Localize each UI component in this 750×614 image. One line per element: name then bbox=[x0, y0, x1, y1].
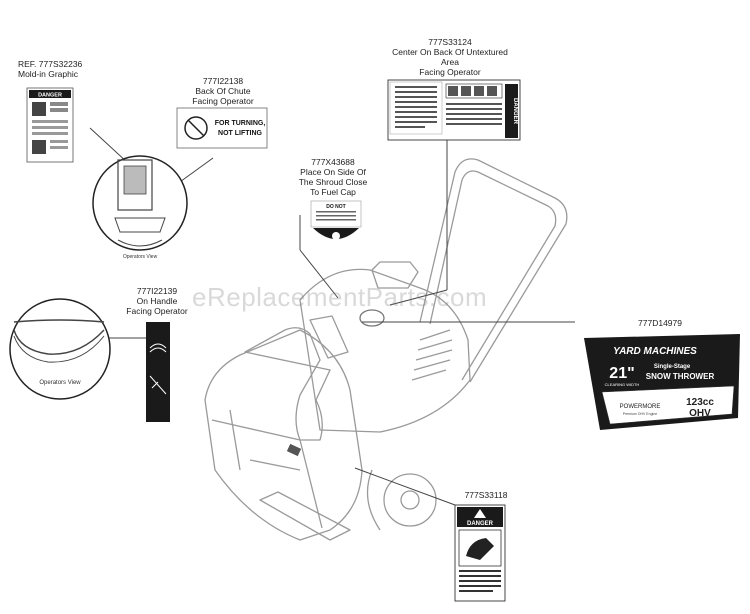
decal-p6-cc: 123cc bbox=[686, 397, 714, 408]
caption-line: The Shroud Close bbox=[298, 177, 368, 187]
handle-bar bbox=[419, 158, 568, 383]
caption-p5: 777I22139 On Handle Facing Operator bbox=[112, 286, 202, 316]
decal-p7-danger: DANGER bbox=[454, 504, 506, 602]
watermark: eReplacementParts.com bbox=[192, 282, 488, 312]
decal-p4-text: DO NOT bbox=[326, 204, 345, 210]
caption-line: Facing Operator bbox=[419, 67, 481, 77]
detail-view-label-left: Operators View bbox=[39, 380, 81, 386]
chute-area-decal bbox=[286, 443, 302, 457]
part-number-p2: 777I22138 bbox=[202, 76, 244, 86]
engine-housing bbox=[299, 268, 471, 433]
caption-p4: 777X43688 Place On Side Of The Shroud Cl… bbox=[285, 157, 381, 197]
decal-p6-brand-badge: YARD MACHINES 21" CLEARING WIDTH Single-… bbox=[584, 334, 740, 430]
decal-p1-text: DANGER bbox=[38, 93, 62, 99]
caption-line: On Handle bbox=[136, 296, 178, 306]
detail-circle-chute bbox=[92, 155, 188, 251]
handle-decal-icons bbox=[149, 343, 167, 395]
decal-p3-text: DANGER bbox=[512, 98, 518, 125]
wheel bbox=[383, 473, 437, 527]
decal-p2-line2: NOT LIFTING bbox=[218, 130, 262, 137]
caption-line: To Fuel Cap bbox=[310, 187, 356, 197]
decal-p6-size-sub: CLEARING WIDTH bbox=[605, 382, 640, 387]
caption-p7: 777S33118 bbox=[456, 490, 516, 500]
part-number-p6: 777D14979 bbox=[638, 318, 682, 328]
caption-p1: REF. 777S32236 Mold-in Graphic bbox=[18, 59, 82, 79]
decal-p6-engine: POWERMORE bbox=[620, 404, 661, 410]
decal-p7-text: DANGER bbox=[467, 521, 494, 527]
part-number-p5: 777I22139 bbox=[136, 286, 178, 296]
caption-line: Area bbox=[441, 57, 459, 67]
caption-line: Place On Side Of bbox=[300, 167, 366, 177]
decal-p3-danger: DANGER bbox=[387, 79, 521, 141]
discharge-chute bbox=[244, 327, 331, 441]
caption-p2: 777I22138 Back Of Chute Facing Operator bbox=[178, 76, 268, 106]
decal-p6-size: 21" bbox=[609, 365, 634, 382]
part-number-p1: REF. 777S32236 bbox=[18, 59, 83, 69]
snow-thrower-illustration bbox=[204, 158, 568, 541]
part-number-p3: 777S33124 bbox=[428, 37, 472, 47]
caption-line: Facing Operator bbox=[126, 306, 188, 316]
part-number-p4: 777X43688 bbox=[311, 157, 355, 167]
decal-p6-engine-sub: Premium OHV Engine bbox=[623, 412, 657, 416]
note-p1: Mold-in Graphic bbox=[18, 69, 78, 79]
decal-p4-fuel: DO NOT bbox=[310, 200, 362, 240]
wheel-hub bbox=[400, 490, 420, 510]
engine-vents bbox=[411, 329, 453, 381]
handle-bar-inner bbox=[429, 170, 557, 381]
decal-p6-ohv: OHV bbox=[689, 408, 711, 419]
decal-p6-type1: Single-Stage bbox=[654, 364, 691, 370]
detail-circle-handle bbox=[9, 298, 111, 400]
caption-p3: 777S33124 Center On Back Of Untextured A… bbox=[380, 37, 520, 77]
decal-p1-danger: DANGER bbox=[26, 87, 74, 163]
decal-p2-line1: FOR TURNING, bbox=[215, 120, 266, 127]
decal-p6-type2: SNOW THROWER bbox=[646, 372, 715, 381]
part-number-p7: 777S33118 bbox=[464, 490, 508, 500]
auger-housing-front bbox=[211, 409, 323, 529]
decal-p2-turning: FOR TURNING, NOT LIFTING bbox=[176, 107, 268, 149]
chute-deflector bbox=[309, 315, 349, 359]
caption-p6: 777D14979 bbox=[630, 318, 690, 328]
fuel-cap bbox=[359, 309, 385, 327]
wheel-rear bbox=[366, 469, 381, 531]
control-box bbox=[371, 261, 419, 289]
caption-line: Center On Back Of Untextured bbox=[392, 47, 508, 57]
detail-view-label-top: Operators View bbox=[123, 254, 158, 260]
handle-decal bbox=[146, 322, 170, 422]
auger-housing bbox=[204, 329, 363, 541]
caption-line: Back Of Chute bbox=[195, 86, 251, 96]
caption-line: Facing Operator bbox=[192, 96, 254, 106]
decal-p6-brand: YARD MACHINES bbox=[613, 346, 697, 357]
scraper-bar bbox=[259, 491, 351, 541]
